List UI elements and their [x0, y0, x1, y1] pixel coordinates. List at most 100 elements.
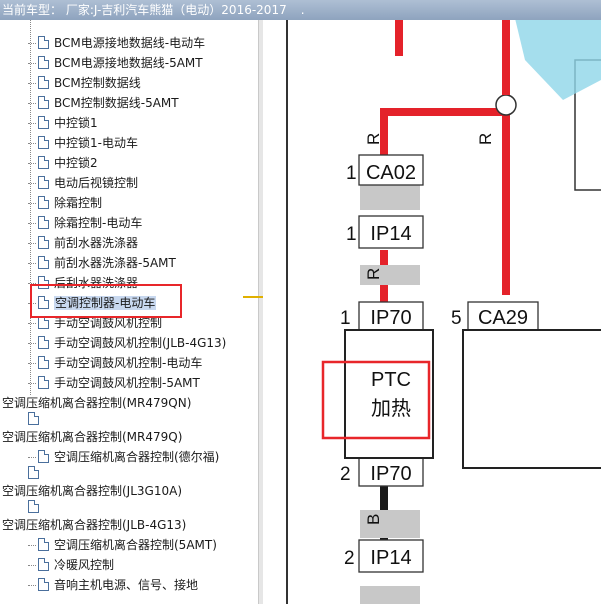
- tree-item-label: 后刮水器洗涤器: [54, 276, 139, 290]
- wiring-diagram-svg: CA02 IP14 IP70 CA29 IP70 IP14 1 1 1 5 2 …: [286, 20, 601, 604]
- tree-group-header[interactable]: 空调压缩机离合器控制(MR479Q): [2, 427, 182, 447]
- document-icon: [38, 356, 49, 369]
- document-icon: [38, 116, 49, 129]
- document-icon: [28, 412, 39, 425]
- tree-branch-line: [28, 565, 36, 566]
- tree-branch-line: [28, 63, 36, 64]
- tree-item[interactable]: BCM电源接地数据线-电动车: [28, 33, 205, 53]
- tree-item[interactable]: 电动后视镜控制: [28, 173, 138, 193]
- tree-item[interactable]: 空调压缩机离合器控制(5AMT): [28, 535, 217, 555]
- tree-item-label: 空调压缩机离合器控制(德尔福): [54, 450, 220, 464]
- connector-label-ip14-top: IP14: [370, 223, 411, 245]
- document-icon: [38, 336, 49, 349]
- tree-empty-node: [28, 409, 44, 429]
- tree-item[interactable]: BCM控制数据线: [28, 73, 141, 93]
- document-icon: [38, 76, 49, 89]
- document-icon: [38, 296, 49, 309]
- tree-item-label: 中控锁2: [54, 156, 98, 170]
- document-icon: [38, 56, 49, 69]
- connector-label-ip70-bottom: IP70: [370, 463, 411, 485]
- tree-branch-line: [28, 457, 36, 458]
- document-icon: [38, 156, 49, 169]
- document-icon: [38, 256, 49, 269]
- tree-item-label: 空调控制器-电动车: [54, 296, 157, 310]
- wire-label-b: B: [364, 514, 383, 525]
- document-icon: [38, 578, 49, 591]
- tree-item[interactable]: 中控锁1-电动车: [28, 133, 138, 153]
- window-title-suffix: .: [300, 3, 305, 17]
- document-icon: [38, 376, 49, 389]
- tree-item[interactable]: 空调压缩机离合器控制(德尔福): [28, 447, 219, 467]
- tree-item-label: 前刮水器洗涤器: [54, 236, 139, 250]
- tree-branch-line: [28, 223, 36, 224]
- tree-item-label: 音响主机电源、信号、接地: [54, 578, 199, 592]
- connector-grey-4: [360, 586, 420, 604]
- tree-branch-line: [28, 263, 36, 264]
- tree-item[interactable]: 除霜控制-电动车: [28, 213, 142, 233]
- connector-box-ip70-top: [358, 301, 424, 331]
- tree-branch-line: [28, 143, 36, 144]
- connector-label-ca29: CA29: [478, 307, 528, 329]
- ptc-component-box: [344, 329, 434, 459]
- tree-item[interactable]: 手动空调鼓风机控制-5AMT: [28, 373, 200, 393]
- pin-label-ip14-bottom: 2: [344, 548, 355, 569]
- tree-guide-line: [30, 20, 31, 395]
- tree-item[interactable]: 中控锁1: [28, 113, 98, 133]
- document-icon: [38, 36, 49, 49]
- tree-branch-line: [28, 83, 36, 84]
- tree-item[interactable]: 前刮水器洗涤器: [28, 233, 138, 253]
- tree-group-header[interactable]: 空调压缩机离合器控制(JLB-4G13): [2, 515, 186, 535]
- tree-branch-line: [28, 103, 36, 104]
- tree-scrollbar[interactable]: [258, 20, 263, 604]
- tree-item-label: 手动空调鼓风机控制-电动车: [54, 356, 203, 370]
- document-icon: [38, 558, 49, 571]
- connector-grey-1: [360, 182, 420, 210]
- tree-item-label: 手动空调鼓风机控制: [54, 316, 163, 330]
- connector-label-ip70-top: IP70: [370, 307, 411, 329]
- wire-label-r-1: R: [364, 133, 383, 145]
- tree-item[interactable]: 手动空调鼓风机控制(JLB-4G13): [28, 333, 226, 353]
- tree-branch-line: [28, 363, 36, 364]
- selected-item-highlight: [30, 284, 182, 318]
- tree-item[interactable]: BCM电源接地数据线-5AMT: [28, 53, 203, 73]
- tree-item-selected[interactable]: 空调控制器-电动车: [28, 293, 157, 313]
- tree-branch-line: [28, 203, 36, 204]
- tree-item-label: 前刮水器洗涤器-5AMT: [54, 256, 176, 270]
- tree-branch-line: [28, 283, 36, 284]
- tree-item-label: BCM控制数据线-5AMT: [54, 96, 179, 110]
- tree-item[interactable]: 手动空调鼓风机控制-电动车: [28, 353, 202, 373]
- pin-label-ip70-bottom: 2: [340, 464, 351, 485]
- tree-item[interactable]: 音响主机电源、信号、接地: [28, 575, 198, 595]
- tree-item[interactable]: 冷暖风控制: [28, 555, 114, 575]
- tree-group-label: 空调压缩机离合器控制(JLB-4G13): [2, 518, 187, 532]
- window-title: 当前车型： 厂家:J-吉利汽车熊猫（电动）2016-2017: [2, 3, 287, 17]
- tree-group-label: 空调压缩机离合器控制(MR479Q): [2, 430, 183, 444]
- tree-item[interactable]: BCM控制数据线-5AMT: [28, 93, 179, 113]
- pin-label-ip70-top: 1: [340, 308, 351, 329]
- pin-label-ca29: 5: [451, 308, 462, 329]
- tree-item[interactable]: 中控锁2: [28, 153, 98, 173]
- pin-label-ca02: 1: [346, 163, 357, 184]
- document-icon: [28, 466, 39, 479]
- tree-item[interactable]: 前刮水器洗涤器-5AMT: [28, 253, 176, 273]
- tree-branch-line: [28, 303, 36, 304]
- watermark-logo: [515, 20, 601, 100]
- ca29-component-box: [462, 329, 601, 469]
- tree-group-header[interactable]: 空调压缩机离合器控制(MR479QN): [2, 393, 191, 413]
- tree-branch-line: [28, 243, 36, 244]
- connector-box-ip14-bottom: [358, 539, 424, 573]
- panel-splitter[interactable]: [243, 296, 263, 298]
- connector-grey-3: [360, 510, 420, 538]
- tree-empty-node: [28, 463, 44, 483]
- component-label-heating: 加热: [371, 397, 411, 420]
- tree-branch-line: [28, 43, 36, 44]
- tree-item[interactable]: 除霜控制: [28, 193, 102, 213]
- document-icon: [38, 276, 49, 289]
- component-label-ptc: PTC: [371, 369, 411, 391]
- tree-group-header[interactable]: 空调压缩机离合器控制(JL3G10A): [2, 481, 182, 501]
- tree-branch-line: [28, 585, 36, 586]
- document-icon: [38, 96, 49, 109]
- tree-item[interactable]: 后刮水器洗涤器: [28, 273, 138, 293]
- tree-item-label: 手动空调鼓风机控制(JLB-4G13): [54, 336, 227, 350]
